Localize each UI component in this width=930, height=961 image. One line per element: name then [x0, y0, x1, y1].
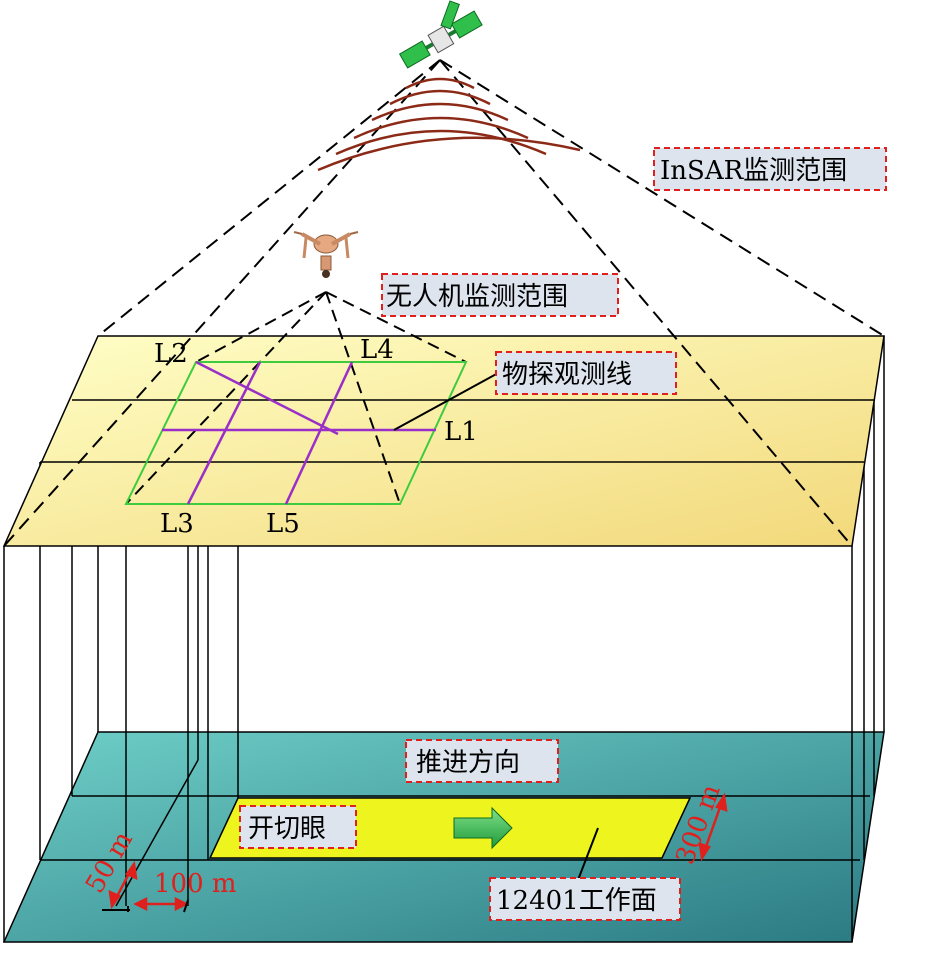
insar-coverage-cone [3, 59, 885, 547]
line-label-l2: L2 [154, 339, 188, 369]
dimension-markers [108, 792, 728, 912]
line-label-l5: L5 [266, 509, 300, 539]
label-uav: 无人机监测范围 [381, 273, 619, 317]
dim-100m: 100 m [154, 869, 237, 899]
drone-icon [293, 231, 359, 278]
survey-lines [162, 360, 436, 505]
svg-text:物探观测线: 物探观测线 [502, 360, 632, 390]
svg-text:开切眼: 开切眼 [248, 814, 326, 844]
svg-text:无人机监测范围: 无人机监测范围 [386, 282, 568, 312]
label-insar: InSAR监测范围 [653, 147, 887, 191]
label-advance: 推进方向 [405, 739, 559, 783]
line-label-l3: L3 [160, 509, 194, 539]
svg-text:12401工作面: 12401工作面 [496, 886, 657, 916]
signal-arcs [317, 77, 581, 172]
line-label-l4: L4 [360, 335, 394, 365]
survey-grid [124, 361, 468, 505]
leader-lines [393, 371, 599, 881]
label-face: 12401工作面 [489, 877, 681, 921]
svg-text:InSAR监测范围: InSAR监测范围 [660, 156, 847, 186]
uav-coverage-cone [125, 291, 467, 505]
line-label-l1: L1 [444, 417, 478, 447]
svg-text:推进方向: 推进方向 [416, 748, 520, 778]
label-cut: 开切眼 [239, 805, 357, 849]
arrow-right-icon [453, 806, 513, 850]
label-geophysics: 物探观测线 [495, 351, 677, 395]
satellite-icon [398, 0, 483, 69]
dimension-ticks [102, 899, 189, 913]
